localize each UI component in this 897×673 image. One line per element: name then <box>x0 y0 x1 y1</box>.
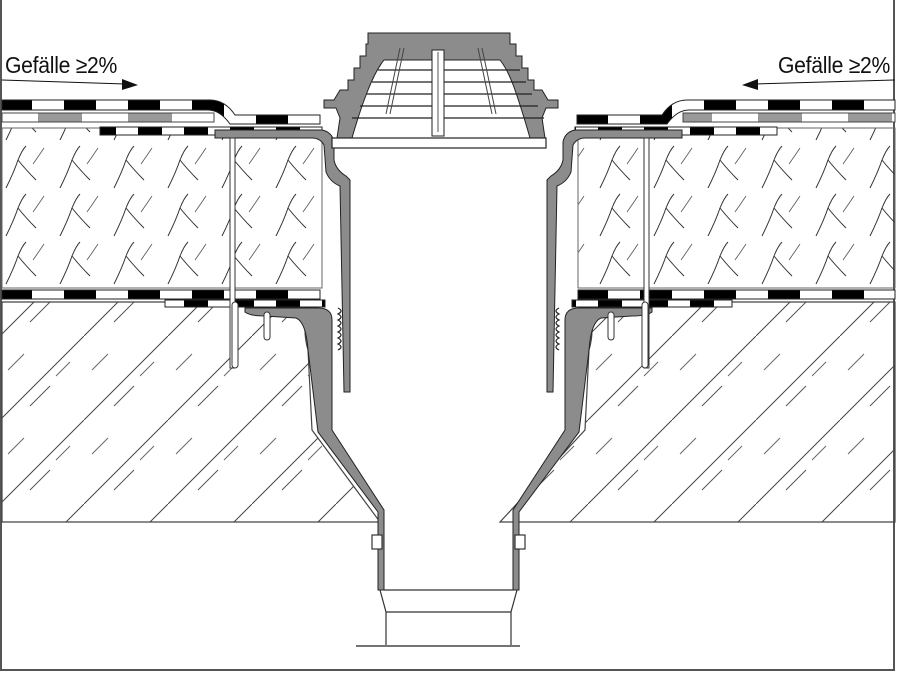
slope-label-right: Gefälle ≥2% <box>778 52 891 78</box>
slope-arrow-right <box>742 79 896 90</box>
drain-body <box>214 129 683 591</box>
leaf-guard-grate <box>323 32 559 149</box>
concrete-slab <box>1 301 896 523</box>
slope-label-left: Gefälle ≥2% <box>5 52 118 78</box>
outlet-pipe <box>356 534 526 647</box>
slope-arrow-left <box>1 79 138 90</box>
thread-connection <box>336 307 561 351</box>
thermal-insulation <box>1 127 896 289</box>
screws <box>229 137 650 369</box>
vapour-barrier <box>1 289 896 308</box>
